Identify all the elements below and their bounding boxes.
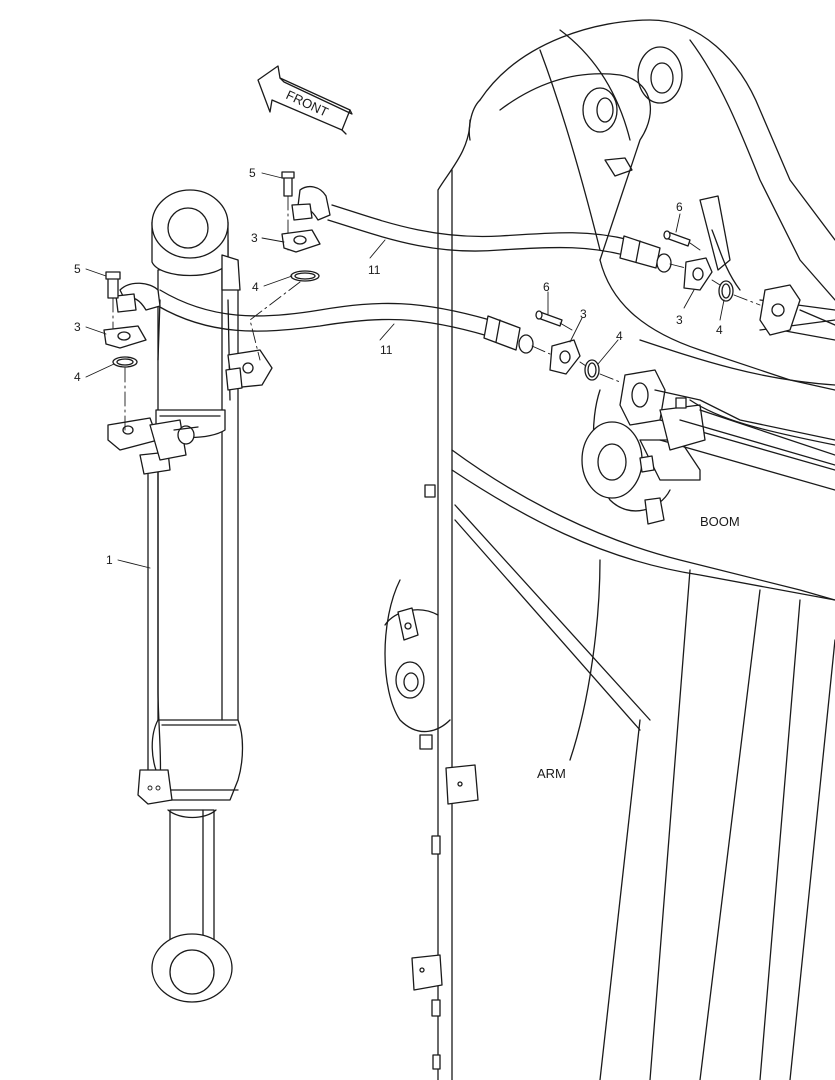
callout-3-right-lower: 3 — [580, 307, 587, 321]
arm-label: ARM — [537, 766, 566, 781]
callout-1: 1 — [106, 553, 113, 567]
callout-6-lower: 6 — [543, 280, 550, 294]
hose-upper — [291, 185, 672, 273]
boom-label: BOOM — [700, 514, 740, 529]
leader-lines — [85, 172, 725, 569]
fitting-right-lower — [531, 310, 621, 383]
lower-flange-clamp — [107, 417, 199, 461]
callout-5-upper: 5 — [249, 166, 256, 180]
boom-foot — [581, 369, 835, 525]
fitting-lower-left — [103, 271, 147, 431]
pipe-1 — [137, 451, 173, 805]
callout-4-lower: 4 — [74, 370, 81, 384]
fitting-right-upper — [663, 230, 761, 306]
callout-6-upper: 6 — [676, 200, 683, 214]
fitting-upper-left — [249, 171, 321, 361]
callout-4-right-lower: 4 — [616, 329, 623, 343]
boom-cylinder-right — [659, 284, 835, 491]
callout-3-upper: 3 — [251, 231, 258, 245]
hose-lower — [115, 282, 534, 354]
callout-4-upper: 4 — [252, 280, 259, 294]
arm-structure — [384, 449, 835, 1080]
callout-4-right-upper: 4 — [716, 323, 723, 337]
callout-3-lower: 3 — [74, 320, 81, 334]
callout-labels: 5 3 4 5 3 4 11 11 6 3 4 6 3 4 1 — [74, 166, 723, 567]
front-arrow: FRONT — [257, 65, 353, 135]
callout-11-lower: 11 — [380, 343, 393, 357]
callout-5-lower: 5 — [74, 262, 81, 276]
boom-structure — [437, 19, 835, 1080]
callout-3-right-upper: 3 — [676, 313, 683, 327]
callout-11-upper: 11 — [368, 263, 381, 277]
